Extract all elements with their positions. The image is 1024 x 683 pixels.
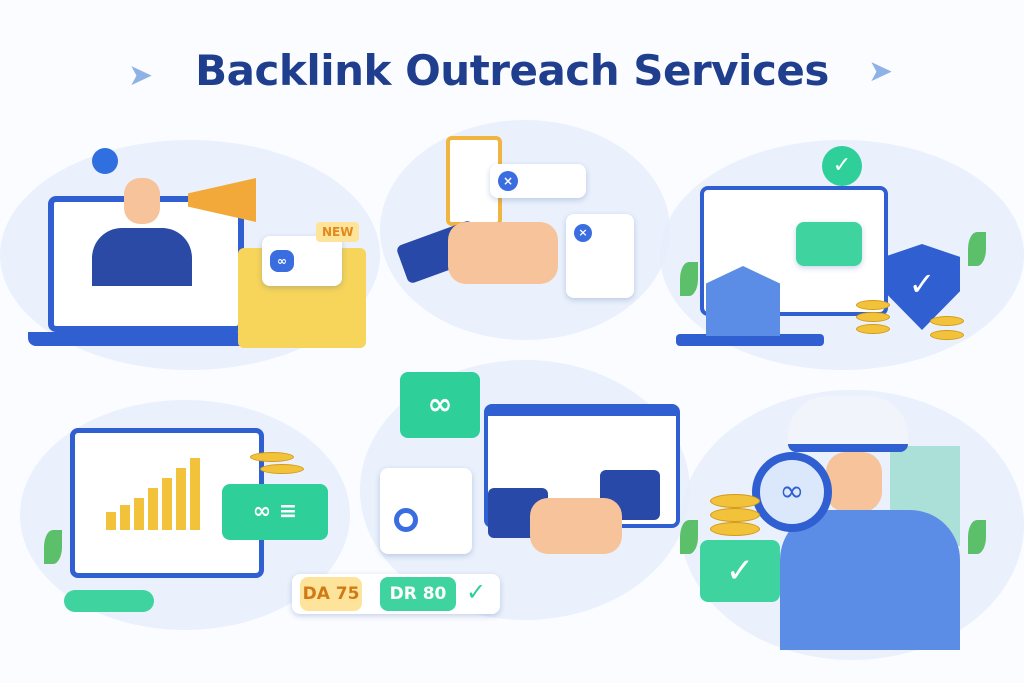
- domain-rating-badge: DR 80: [380, 577, 456, 611]
- handshake-icon: [448, 222, 558, 284]
- businessman-figure: [92, 228, 192, 286]
- detective-figure: [780, 510, 960, 650]
- new-badge: NEW: [316, 222, 360, 242]
- handshake-icon: [530, 498, 622, 554]
- hat: [788, 396, 908, 452]
- paper-plane-icon: ➤: [868, 54, 894, 89]
- checkmark-icon: ✓: [700, 540, 780, 602]
- domain-authority-badge: DA 75: [300, 577, 362, 611]
- page-title: Backlink Outreach Services: [195, 46, 829, 95]
- chain-link-icon: ∞: [270, 250, 294, 272]
- magnifier-icon: [394, 508, 418, 532]
- checkmark-icon: ✓: [822, 146, 862, 186]
- paper-plane-icon: ➤: [128, 58, 154, 93]
- chain-link-icon: ∞ ≡: [222, 484, 328, 540]
- chain-link-icon: ∞: [400, 372, 480, 438]
- magnifier-icon: ∞: [752, 452, 832, 532]
- checkmark-icon: ✓: [466, 578, 487, 606]
